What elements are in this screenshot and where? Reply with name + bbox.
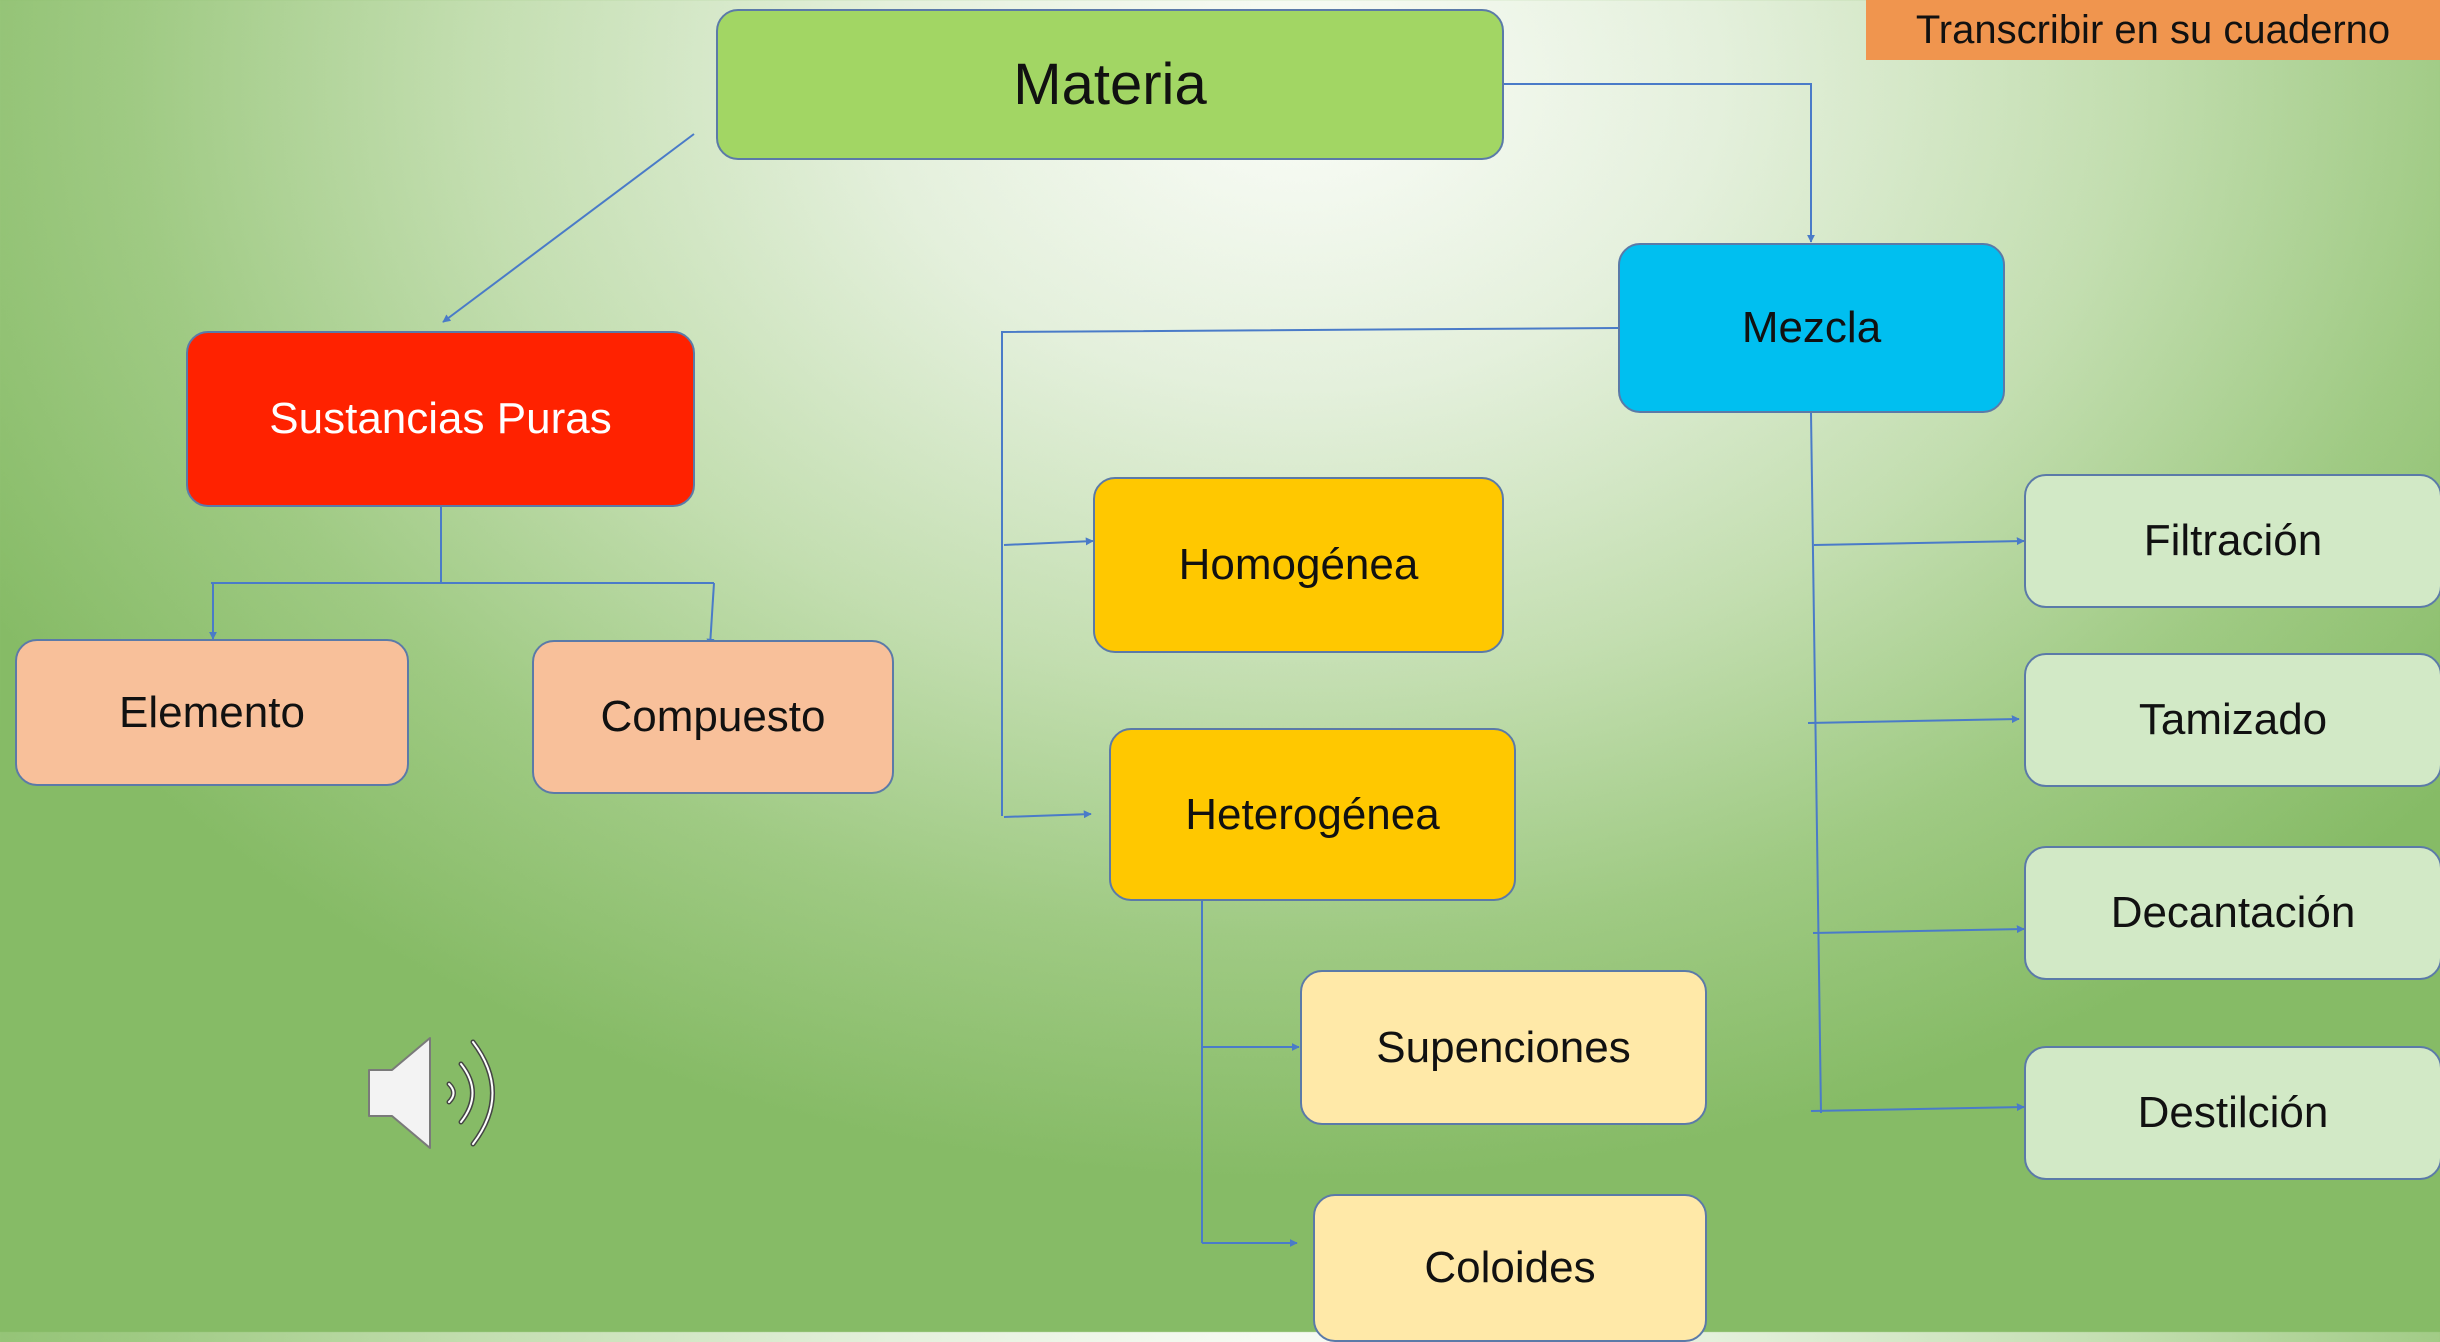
node-supenciones: Supenciones bbox=[1300, 970, 1707, 1125]
node-sustancias-puras-label: Sustancias Puras bbox=[269, 394, 612, 443]
node-heterogenea-label: Heterogénea bbox=[1185, 789, 1440, 839]
node-decantacion-label: Decantación bbox=[2110, 888, 2356, 937]
node-compuesto: Compuesto bbox=[532, 640, 894, 794]
transcribe-note: Transcribir en su cuaderno bbox=[1866, 0, 2440, 60]
node-materia: Materia bbox=[716, 9, 1504, 160]
node-elemento: Elemento bbox=[15, 639, 409, 786]
node-homogenea-label: Homogénea bbox=[1178, 540, 1419, 589]
node-filtracion: Filtración bbox=[2024, 474, 2440, 608]
node-sustancias-puras: Sustancias Puras bbox=[186, 331, 695, 507]
node-mezcla-label: Mezcla bbox=[1741, 303, 1882, 352]
node-homogenea: Homogénea bbox=[1093, 477, 1504, 653]
node-tamizado: Tamizado bbox=[2024, 653, 2440, 787]
node-materia-label: Materia bbox=[1013, 52, 1207, 117]
node-coloides: Coloides bbox=[1313, 1194, 1707, 1342]
node-supenciones-label: Supenciones bbox=[1376, 1022, 1631, 1072]
node-decantacion: Decantación bbox=[2024, 846, 2440, 980]
node-destilcion: Destilción bbox=[2024, 1046, 2440, 1180]
node-coloides-label: Coloides bbox=[1424, 1243, 1596, 1292]
speaker-icon[interactable] bbox=[366, 1034, 516, 1152]
node-mezcla: Mezcla bbox=[1618, 243, 2005, 413]
node-filtracion-label: Filtración bbox=[2143, 516, 2323, 565]
node-tamizado-label: Tamizado bbox=[2138, 695, 2328, 744]
node-elemento-label: Elemento bbox=[119, 687, 305, 737]
transcribe-note-label: Transcribir en su cuaderno bbox=[1915, 7, 2391, 52]
node-compuesto-label: Compuesto bbox=[600, 692, 826, 741]
node-destilcion-label: Destilción bbox=[2137, 1088, 2329, 1137]
node-heterogenea: Heterogénea bbox=[1109, 728, 1516, 901]
